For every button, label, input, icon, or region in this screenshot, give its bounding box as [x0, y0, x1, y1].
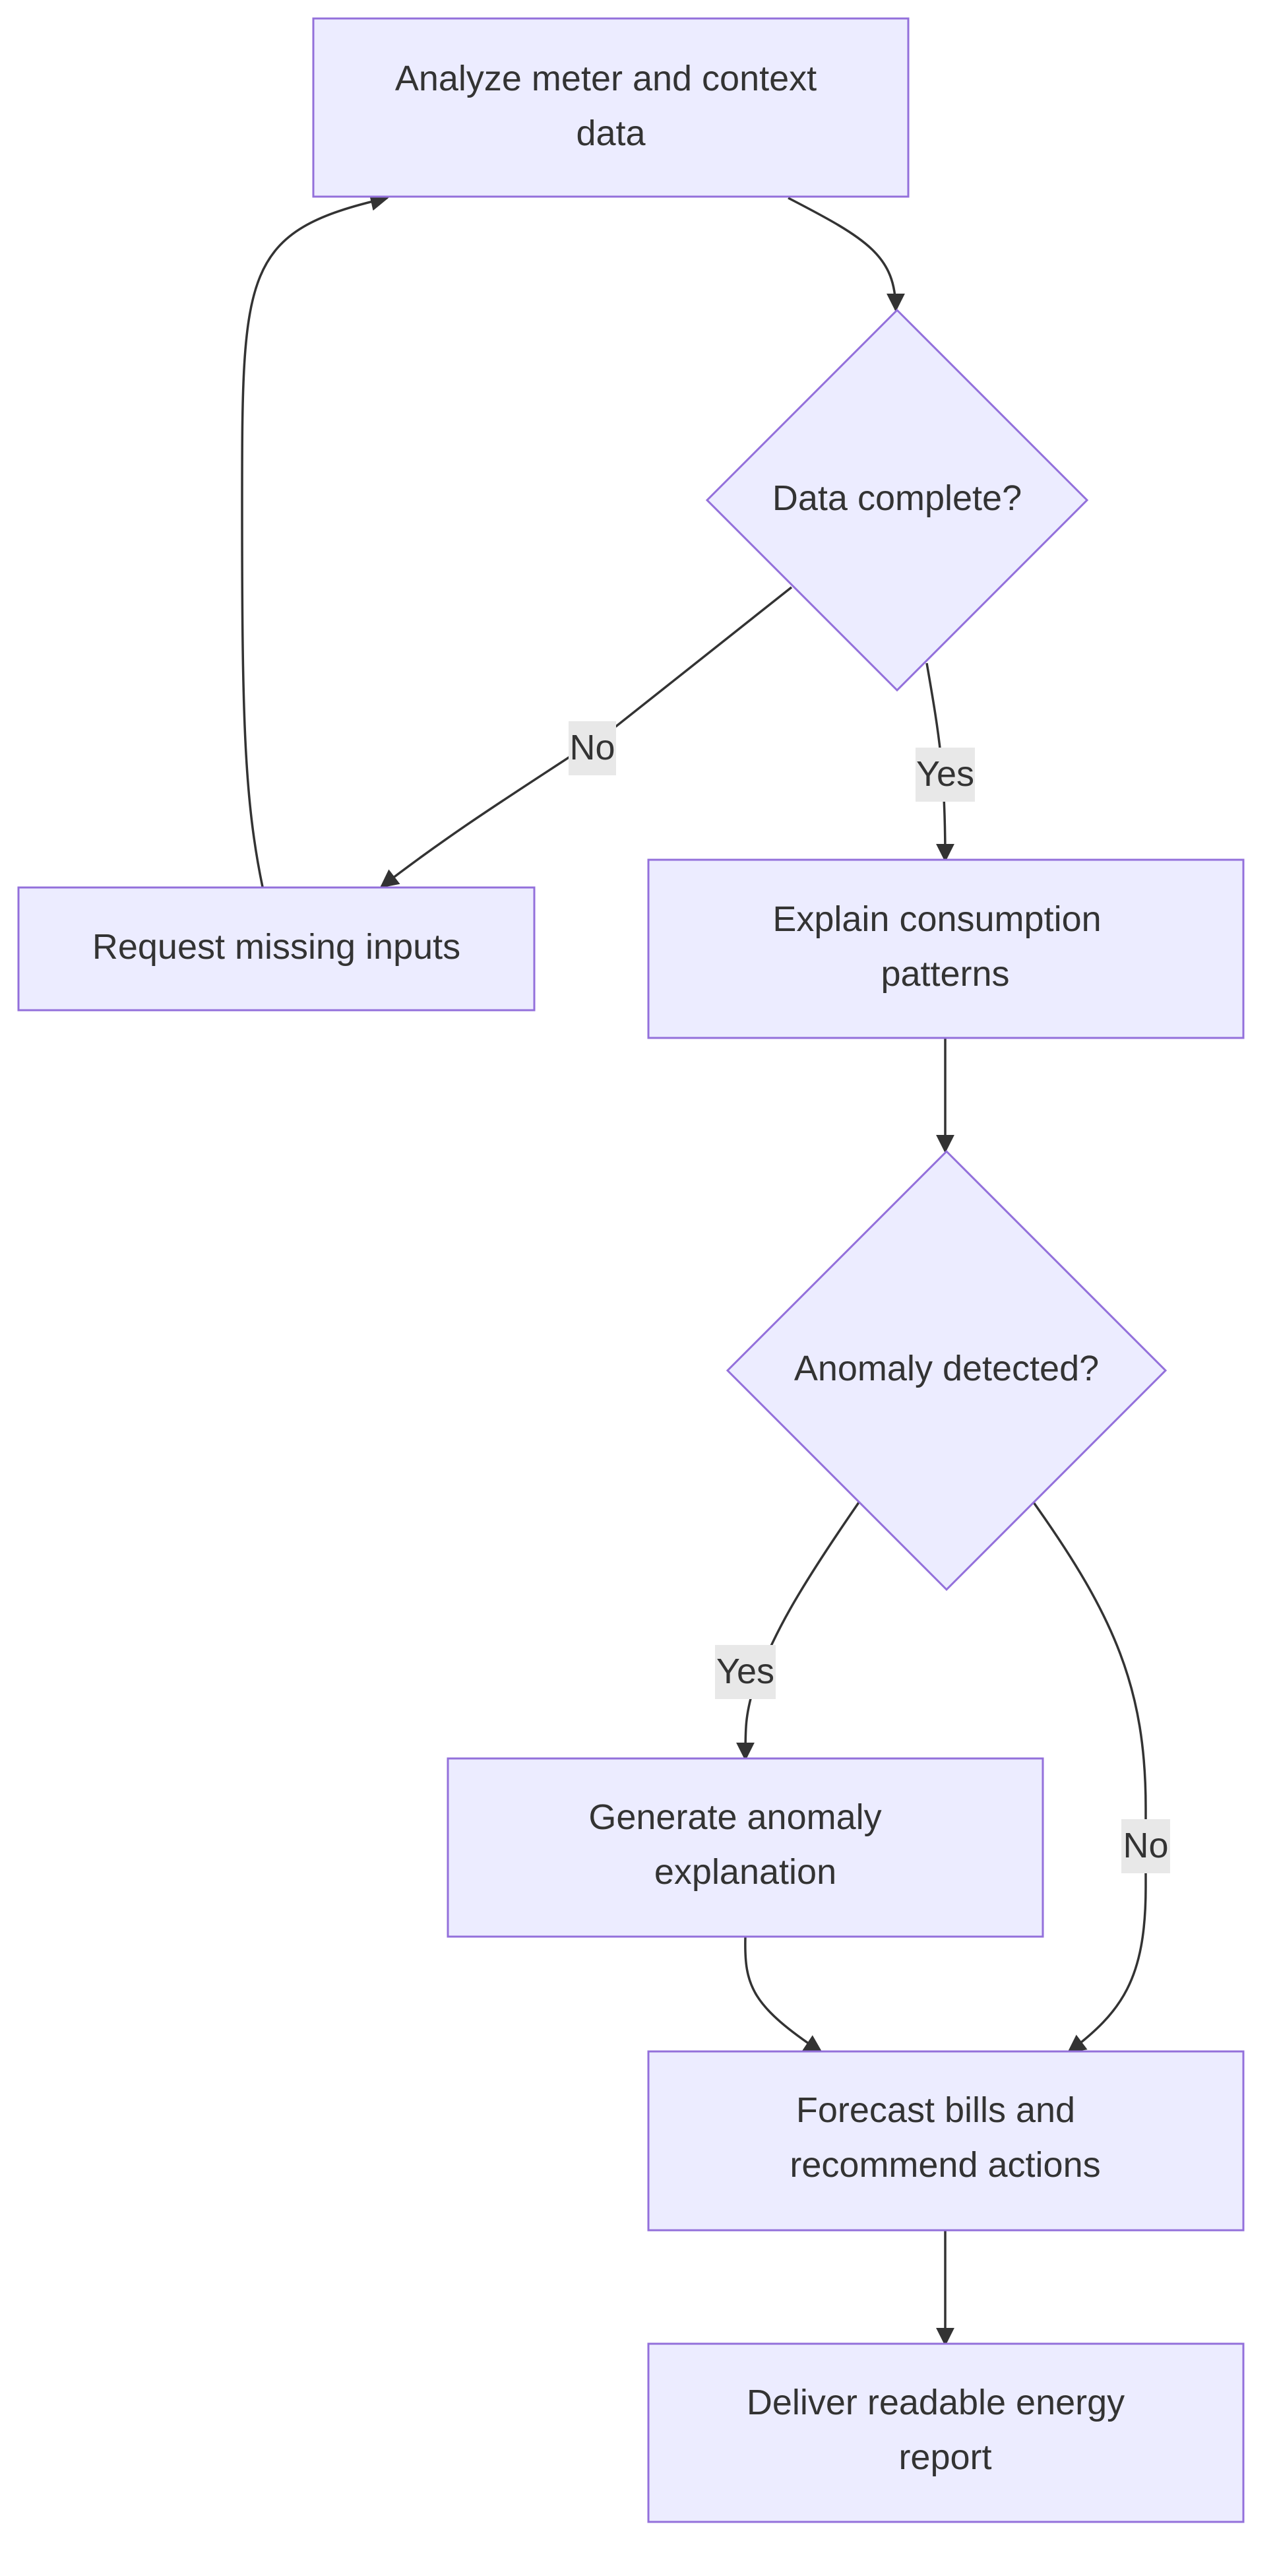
- edge-label-yes-anomaly: Yes: [715, 1645, 776, 1699]
- node-forecast-line-1: Forecast bills and: [796, 2090, 1075, 2130]
- svg-text:Deliver readable energy: Deliver readable energy report: [747, 2383, 1135, 2477]
- edge-generate-to-forecast: [744, 1936, 823, 2053]
- node-data-complete-line-1: Data complete?: [772, 478, 1022, 518]
- svg-text:Data complete?: Data complete?: [772, 478, 1022, 518]
- svg-text:Anomaly detected?: Anomaly detected?: [794, 1349, 1099, 1388]
- svg-text:Analyze meter and context: Analyze meter and context data: [395, 59, 826, 153]
- edge-anomaly-to-forecast: [1032, 1501, 1147, 2053]
- edge-label-text: Yes: [916, 754, 974, 794]
- svg-text:Request missing inputs: Request missing inputs: [92, 927, 460, 967]
- edge-request-missing-to-analyze: [241, 192, 389, 887]
- edge-label-text: No: [569, 728, 615, 767]
- node-request-missing-line-1: Request missing inputs: [92, 927, 460, 967]
- node-analyze[interactable]: Analyze meter and context data: [312, 17, 910, 198]
- edge-analyze-to-data-complete: [788, 197, 905, 312]
- node-request-missing[interactable]: Request missing inputs: [17, 886, 536, 1012]
- svg-text:Generate anomaly expla: Generate anomaly explanation: [588, 1797, 891, 1892]
- node-deliver-line-1: Deliver readable energy: [747, 2383, 1125, 2422]
- node-generate-anomaly-line-1: Generate anomaly: [588, 1797, 881, 1837]
- nodes: Analyze meter and context data Data comp…: [17, 17, 1245, 2523]
- node-explain[interactable]: Explain consumption patterns: [647, 858, 1245, 1039]
- node-deliver[interactable]: Deliver readable energy report: [647, 2342, 1245, 2523]
- node-explain-line-1: Explain consumption: [772, 899, 1101, 939]
- svg-text:Explain consumption pa: Explain consumption patterns: [772, 899, 1111, 994]
- node-deliver-line-2: report: [898, 2437, 991, 2477]
- node-generate-anomaly-line-2: explanation: [654, 1852, 836, 1892]
- node-analyze-line-1: Analyze meter and context: [395, 59, 817, 98]
- edge-label-no-data-complete: No: [569, 721, 616, 775]
- node-generate-anomaly[interactable]: Generate anomaly explanation: [447, 1757, 1044, 1938]
- node-explain-line-2: patterns: [881, 954, 1009, 994]
- edge-label-text: No: [1123, 1826, 1168, 1865]
- node-analyze-line-2: data: [576, 113, 646, 153]
- edge-labels: No Yes Yes No: [569, 721, 1170, 1873]
- svg-text:Forecast bills and rec: Forecast bills and recommend actions: [790, 2090, 1100, 2185]
- node-anomaly-detected-line-1: Anomaly detected?: [794, 1349, 1099, 1388]
- edge-label-no-anomaly: No: [1121, 1819, 1170, 1873]
- edge-anomaly-to-generate: [736, 1502, 860, 1761]
- node-forecast[interactable]: Forecast bills and recommend actions: [647, 2050, 1245, 2232]
- edge-label-yes-data-complete: Yes: [916, 748, 975, 802]
- node-forecast-line-2: recommend actions: [790, 2145, 1100, 2185]
- node-anomaly-detected[interactable]: Anomaly detected?: [726, 1149, 1168, 1592]
- node-data-complete[interactable]: Data complete?: [705, 308, 1089, 692]
- edge-label-text: Yes: [716, 1652, 774, 1691]
